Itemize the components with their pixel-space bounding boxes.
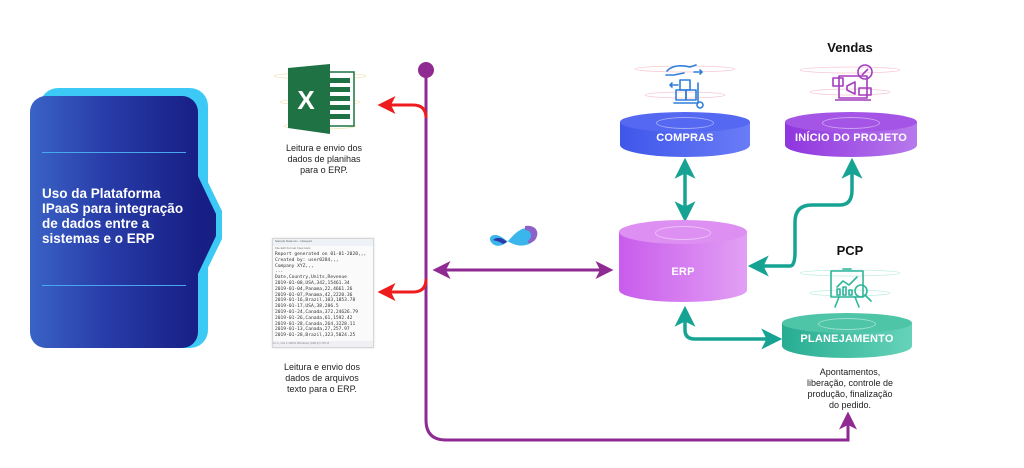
notepad-line: Company XYZ,,, xyxy=(275,263,314,269)
spreadsheet-source: X xyxy=(270,62,370,137)
arrow-to-textfile xyxy=(377,278,428,301)
svg-text:X: X xyxy=(297,85,315,115)
notepad-title: Sample Data.csv - Notepad xyxy=(273,239,373,246)
notepad-line: 2019-01-24,Canada,372,24626.79 xyxy=(275,309,358,315)
notepad-line: 2019-01-13,Canada,27,257.97 xyxy=(275,327,350,333)
node-vendas[interactable]: INÍCIO DO PROJETO xyxy=(785,112,917,157)
arrow-erp-vendas xyxy=(747,157,863,277)
notepad-line: Created by: user0284,,, xyxy=(275,257,339,263)
node-erp[interactable]: ERP xyxy=(619,220,747,302)
notepad-menu: File Edit Format View Help xyxy=(275,246,311,250)
notepad-line: 2019-01-07,Panama,42,2220.36 xyxy=(275,292,353,298)
arrow-to-spreadsheet xyxy=(377,96,428,119)
notepad-line: 2019-01-08,USA,342,15461.34 xyxy=(275,280,350,286)
excel-icon: X xyxy=(273,64,367,134)
notepad-line: 2019-01-17,USA,38,286.5 xyxy=(275,304,339,310)
vendas-heading: Vendas xyxy=(827,40,873,55)
pcp-caption: Apontamentos, liberação, controle de pro… xyxy=(806,367,894,410)
node-compras[interactable]: COMPRAS xyxy=(620,112,750,157)
notepad-line: 2019-01-28,Brazil,323,5024.25 xyxy=(275,333,356,339)
purchase-cart-icon xyxy=(634,64,736,109)
notepad-window: Sample Data.csv - Notepad File Edit Form… xyxy=(272,238,374,348)
notepad-line: 2019-01-16,Brazil,103,1853.78 xyxy=(275,298,356,304)
arrow-erp-pcp xyxy=(674,305,783,350)
notepad-line: ... xyxy=(275,269,284,275)
notepad-content: Report generated on 01-01-2020,,,Created… xyxy=(273,251,373,340)
notepad-line: 2019-01-04,Panama,22,4661.26 xyxy=(275,286,353,292)
title-card-text: Uso da Plataforma IPaaS para integração … xyxy=(42,186,184,246)
node-pcp[interactable]: PLANEJAMENTO xyxy=(782,313,912,358)
infinity-logo-icon xyxy=(489,225,538,246)
title-card: Uso da Plataforma IPaaS para integração … xyxy=(30,96,198,348)
spreadsheet-caption: Leitura e envio dos dados de planihas pa… xyxy=(285,143,363,175)
marketing-sale-icon xyxy=(799,64,901,101)
notepad-status: Ln 1, Col 1 100% Windows (CRLF) UTF-8 xyxy=(273,341,373,347)
pcp-heading: PCP xyxy=(836,243,864,258)
analytics-board-icon xyxy=(799,268,901,308)
textfile-caption: Leitura e envio dos dados de arquivos te… xyxy=(283,362,361,394)
notepad-line: 2019-01-28,Canada,264,3228.11 xyxy=(275,321,356,327)
bus-line xyxy=(424,70,857,442)
notepad-line: 2019-01-26,Canada,61,1592.42 xyxy=(275,315,353,321)
card-divider-top xyxy=(42,152,186,153)
title-card-notch xyxy=(192,166,222,284)
card-divider-bottom xyxy=(42,285,186,286)
notepad-line: Date,Country,Units,Revenue xyxy=(275,275,347,281)
notepad-line: Report generated on 01-01-2020,,, xyxy=(275,252,367,257)
